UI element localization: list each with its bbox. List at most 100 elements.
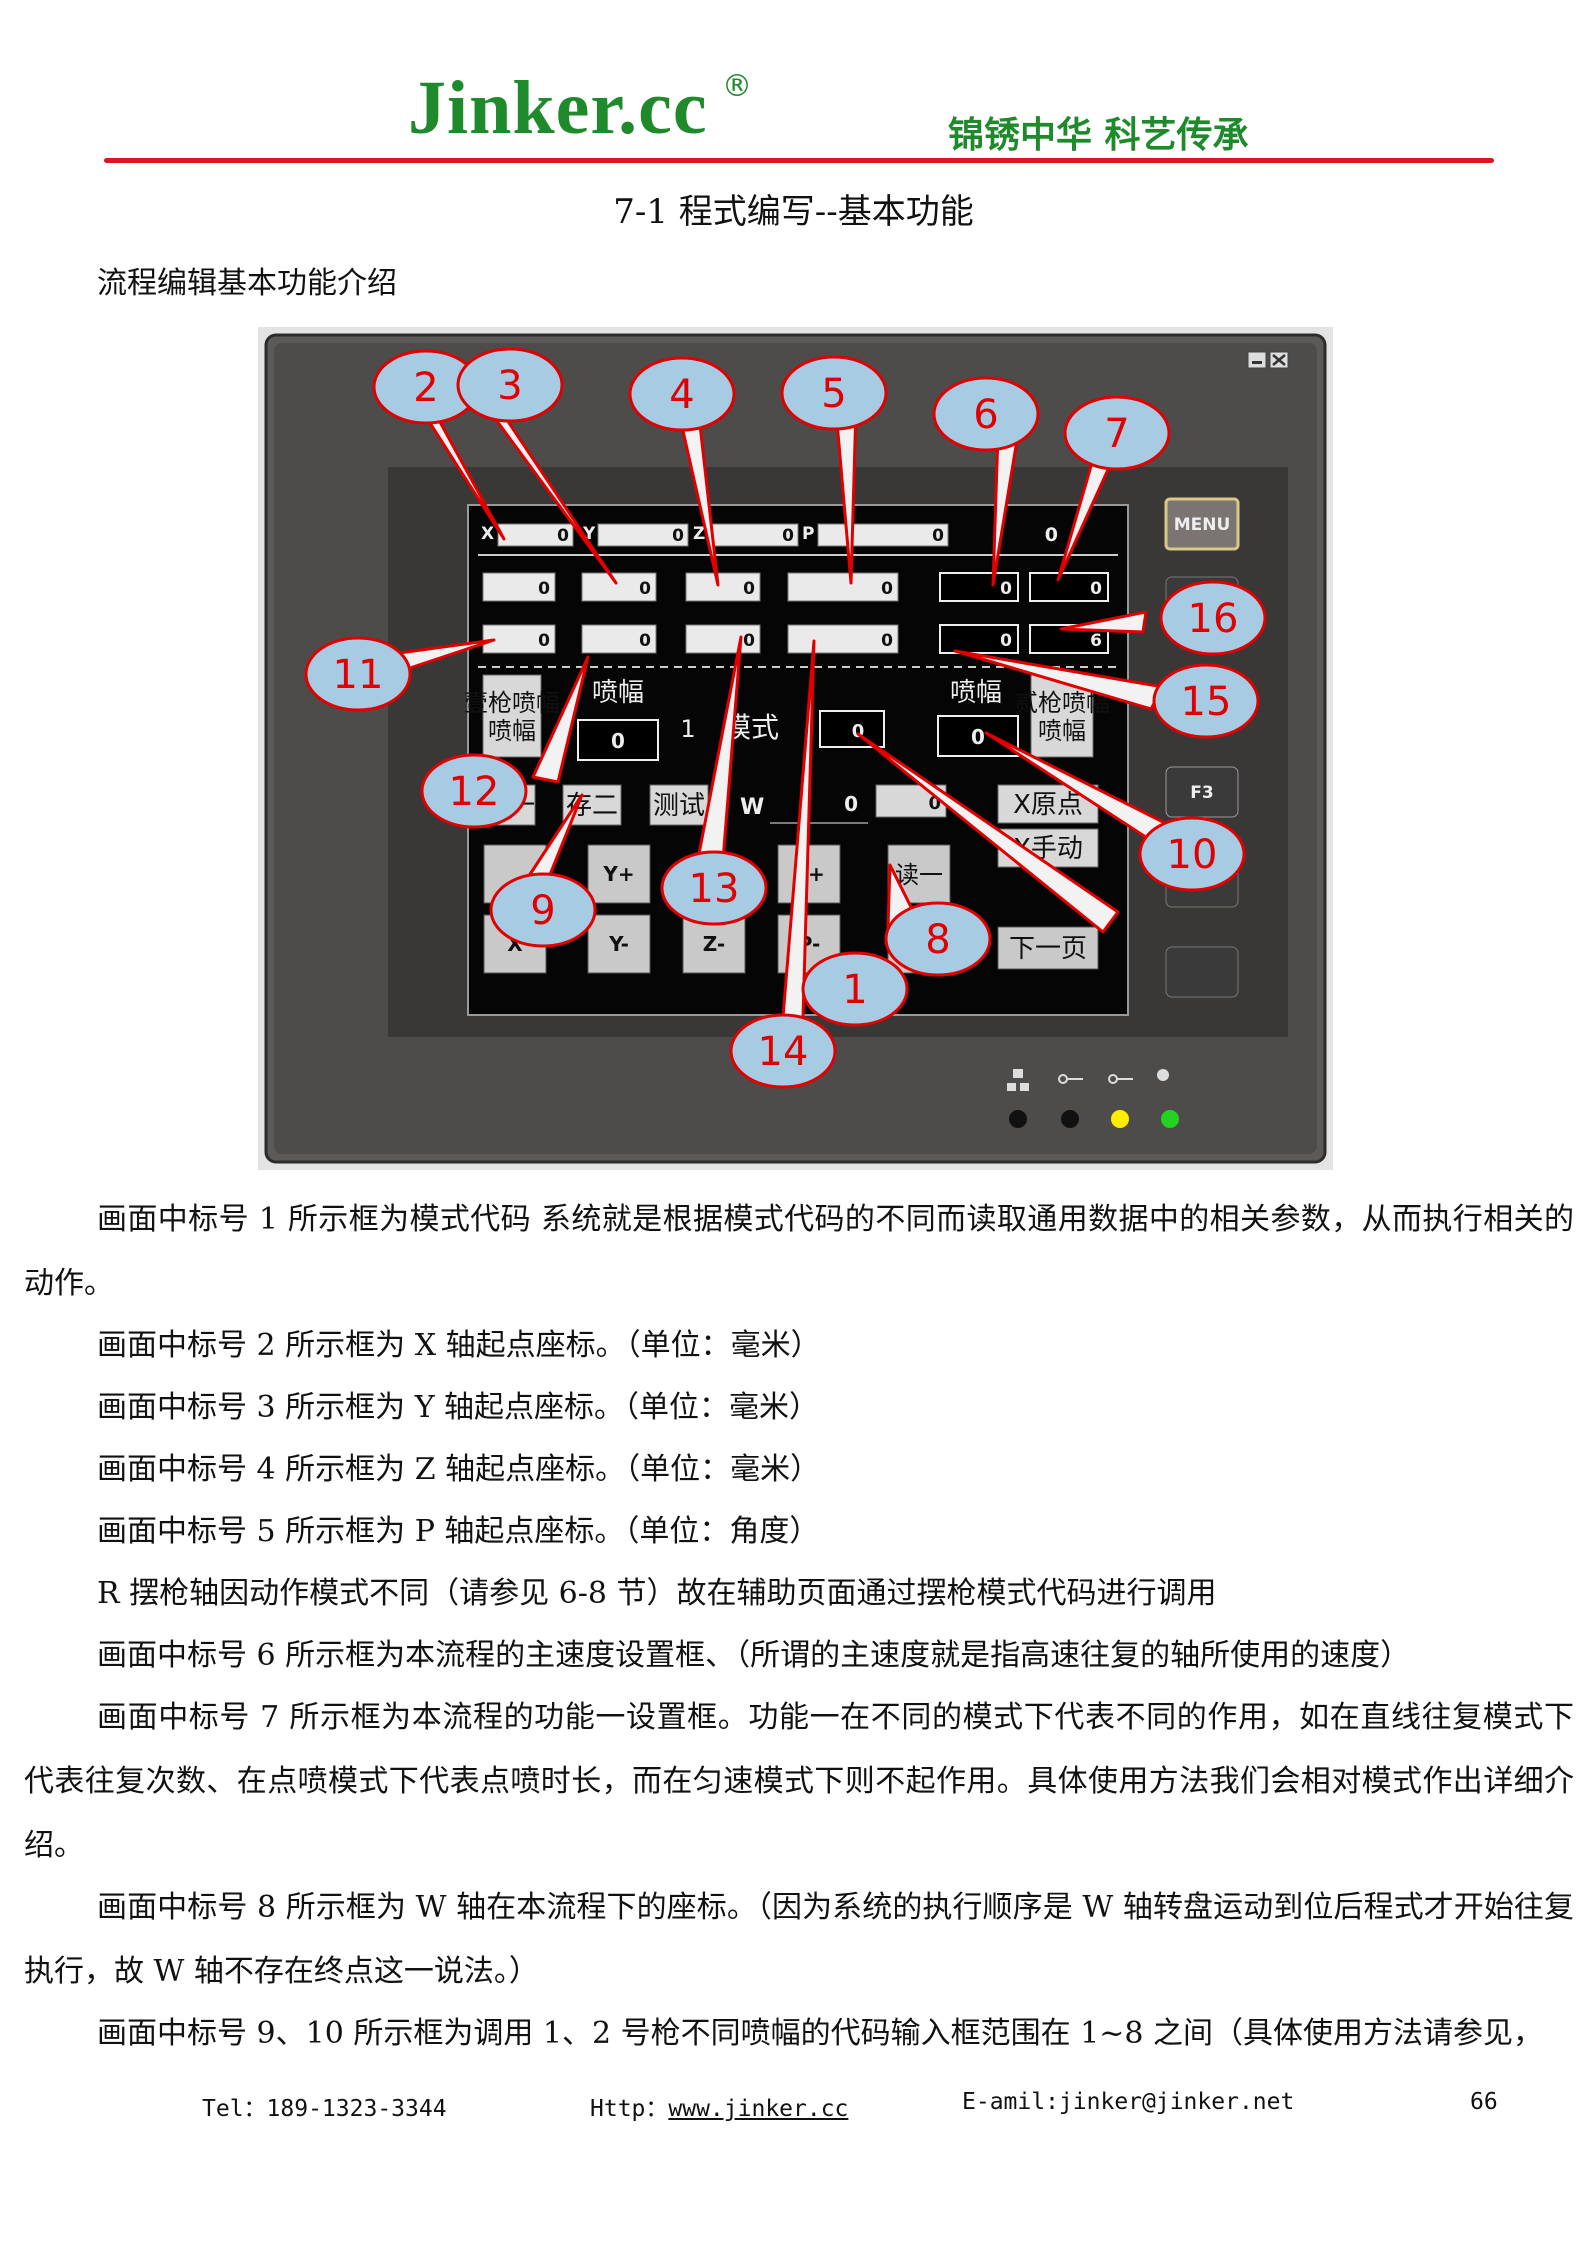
- svg-text:0: 0: [1000, 579, 1012, 599]
- svg-text:0: 0: [971, 725, 985, 749]
- svg-text:10: 10: [1167, 832, 1218, 878]
- callout-1-pointer: [856, 732, 1120, 934]
- paragraph-7: 画面中标号 6 所示框为本流程的主速度设置框、（所谓的主速度就是指高速往复的轴所…: [97, 1638, 1411, 1673]
- main-speed-field[interactable]: [939, 572, 1019, 602]
- header-divider: [104, 158, 1494, 163]
- svg-text:0: 0: [538, 579, 550, 599]
- svg-text:0: 0: [611, 729, 625, 753]
- callout-11: [304, 636, 412, 712]
- hmi-figure: X Y Z P 0 0 0 0 0 0 0 0 0 0 0: [258, 327, 1333, 1170]
- callout-12-pointer: [531, 655, 590, 784]
- menu-button[interactable]: [1164, 497, 1240, 551]
- svg-text:W: W: [740, 795, 764, 820]
- svg-text:4: 4: [669, 372, 694, 418]
- paragraph-4: 画面中标号 4 所示框为 Z 轴起点座标。（单位：毫米）: [97, 1452, 821, 1487]
- z-start-field[interactable]: [685, 572, 761, 602]
- paragraph-5: 画面中标号 5 所示框为 P 轴起点座标。（单位：角度）: [97, 1514, 820, 1549]
- svg-text:Y+: Y+: [602, 862, 634, 886]
- footer-tel: Tel：189-1323-3344: [202, 2096, 447, 2122]
- y-plus-button[interactable]: [587, 844, 651, 904]
- x-start-field[interactable]: [482, 572, 556, 602]
- svg-text:喷幅: 喷幅: [488, 717, 536, 745]
- svg-text:6: 6: [1090, 631, 1102, 651]
- svg-text:12: 12: [449, 769, 500, 815]
- svg-text:11: 11: [333, 652, 384, 698]
- svg-text:下一页: 下一页: [1009, 934, 1087, 964]
- y-end-field[interactable]: [581, 624, 657, 654]
- callout-13: [660, 850, 768, 926]
- x-axis-label: X: [481, 524, 494, 544]
- w-current-value: 0: [1045, 524, 1058, 546]
- svg-text:5: 5: [821, 371, 846, 417]
- callout-3: [456, 347, 564, 423]
- gun2-spray-field[interactable]: [937, 715, 1019, 757]
- svg-text:15: 15: [1181, 679, 1232, 725]
- svg-text:1: 1: [680, 715, 695, 743]
- svg-text:Z-: Z-: [703, 932, 725, 956]
- website-link[interactable]: www.jinker.cc: [668, 2096, 849, 2122]
- f3-button[interactable]: [1165, 766, 1239, 818]
- callout-1: [801, 951, 909, 1027]
- p-current-value: 0: [932, 526, 944, 546]
- p-axis-label: P: [802, 524, 814, 544]
- svg-text:测试: 测试: [653, 791, 705, 821]
- svg-text:2: 2: [413, 365, 438, 411]
- next-page-button[interactable]: [997, 926, 1099, 970]
- svg-text:0: 0: [743, 631, 755, 651]
- svg-text:F3: F3: [1190, 783, 1213, 803]
- function-one-field[interactable]: [1029, 572, 1109, 602]
- callout-7: [1063, 395, 1171, 471]
- p-end-field[interactable]: [787, 624, 899, 654]
- svg-text:9: 9: [530, 888, 555, 934]
- svg-text:14: 14: [758, 1029, 809, 1075]
- svg-text:壹枪喷幅: 壹枪喷幅: [464, 689, 560, 717]
- section-subtitle: 流程编辑基本功能介绍: [97, 266, 397, 301]
- z-current-value: 0: [782, 526, 794, 546]
- section-title: 7-1 程式编写--基本功能: [613, 192, 974, 232]
- callout-8: [884, 901, 992, 977]
- svg-text:X原点: X原点: [1013, 790, 1083, 820]
- callout-6: [932, 376, 1040, 452]
- svg-text:喷幅: 喷幅: [1038, 717, 1086, 745]
- status-icons: [1007, 1069, 1169, 1091]
- callout-10: [1138, 816, 1246, 892]
- slogan: 锦锈中华 科艺传承: [948, 115, 1249, 156]
- svg-text:13: 13: [689, 866, 740, 912]
- svg-text:6: 6: [973, 392, 998, 438]
- callout-12: [420, 753, 528, 829]
- x-current-value: 0: [557, 526, 569, 546]
- window-buttons[interactable]: [1247, 351, 1289, 369]
- y-minus-button[interactable]: [587, 914, 651, 974]
- mode-code-field[interactable]: [819, 710, 885, 748]
- speed-two-field[interactable]: [939, 624, 1019, 654]
- z-axis-label: Z: [693, 524, 705, 544]
- gun2-spray-label: 喷幅: [950, 678, 1002, 708]
- page-number: 66: [1470, 2089, 1498, 2115]
- p-start-field[interactable]: [787, 572, 899, 602]
- paragraph-3: 画面中标号 3 所示框为 Y 轴起点座标。（单位：毫米）: [97, 1390, 820, 1425]
- svg-text:16: 16: [1188, 596, 1239, 642]
- brand-logo: Jinker.cc: [408, 66, 708, 150]
- svg-text:3: 3: [497, 363, 522, 409]
- svg-text:读一: 读一: [895, 861, 943, 889]
- gun1-spray-label: 喷幅: [592, 678, 644, 708]
- svg-text:0: 0: [538, 631, 550, 651]
- callout-5: [780, 355, 888, 431]
- y-start-field[interactable]: [581, 572, 657, 602]
- svg-text:0: 0: [743, 579, 755, 599]
- paragraph-10: 画面中标号 9、10 所示框为调用 1、2 号枪不同喷幅的代码输入框范围在 1~…: [97, 2016, 1543, 2051]
- svg-text:0: 0: [1000, 631, 1012, 651]
- gun1-spray-button[interactable]: [482, 674, 542, 758]
- footer-http: Http：www.jinker.cc: [590, 2096, 849, 2122]
- test-button[interactable]: [649, 784, 709, 826]
- z-end-field[interactable]: [685, 624, 761, 654]
- callout-14: [729, 1013, 837, 1089]
- led-run: [1161, 1110, 1179, 1128]
- callout-15: [1152, 663, 1260, 739]
- svg-text:1: 1: [842, 967, 867, 1013]
- paragraph-6: R 摆枪轴因动作模式不同（请参见 6-8 节）故在辅助页面通过摆枪模式代码进行调…: [97, 1576, 1217, 1611]
- gun1-spray-field[interactable]: [577, 719, 659, 761]
- led-com1: [1061, 1110, 1079, 1128]
- svg-text:0: 0: [881, 631, 893, 651]
- svg-text:0: 0: [881, 579, 893, 599]
